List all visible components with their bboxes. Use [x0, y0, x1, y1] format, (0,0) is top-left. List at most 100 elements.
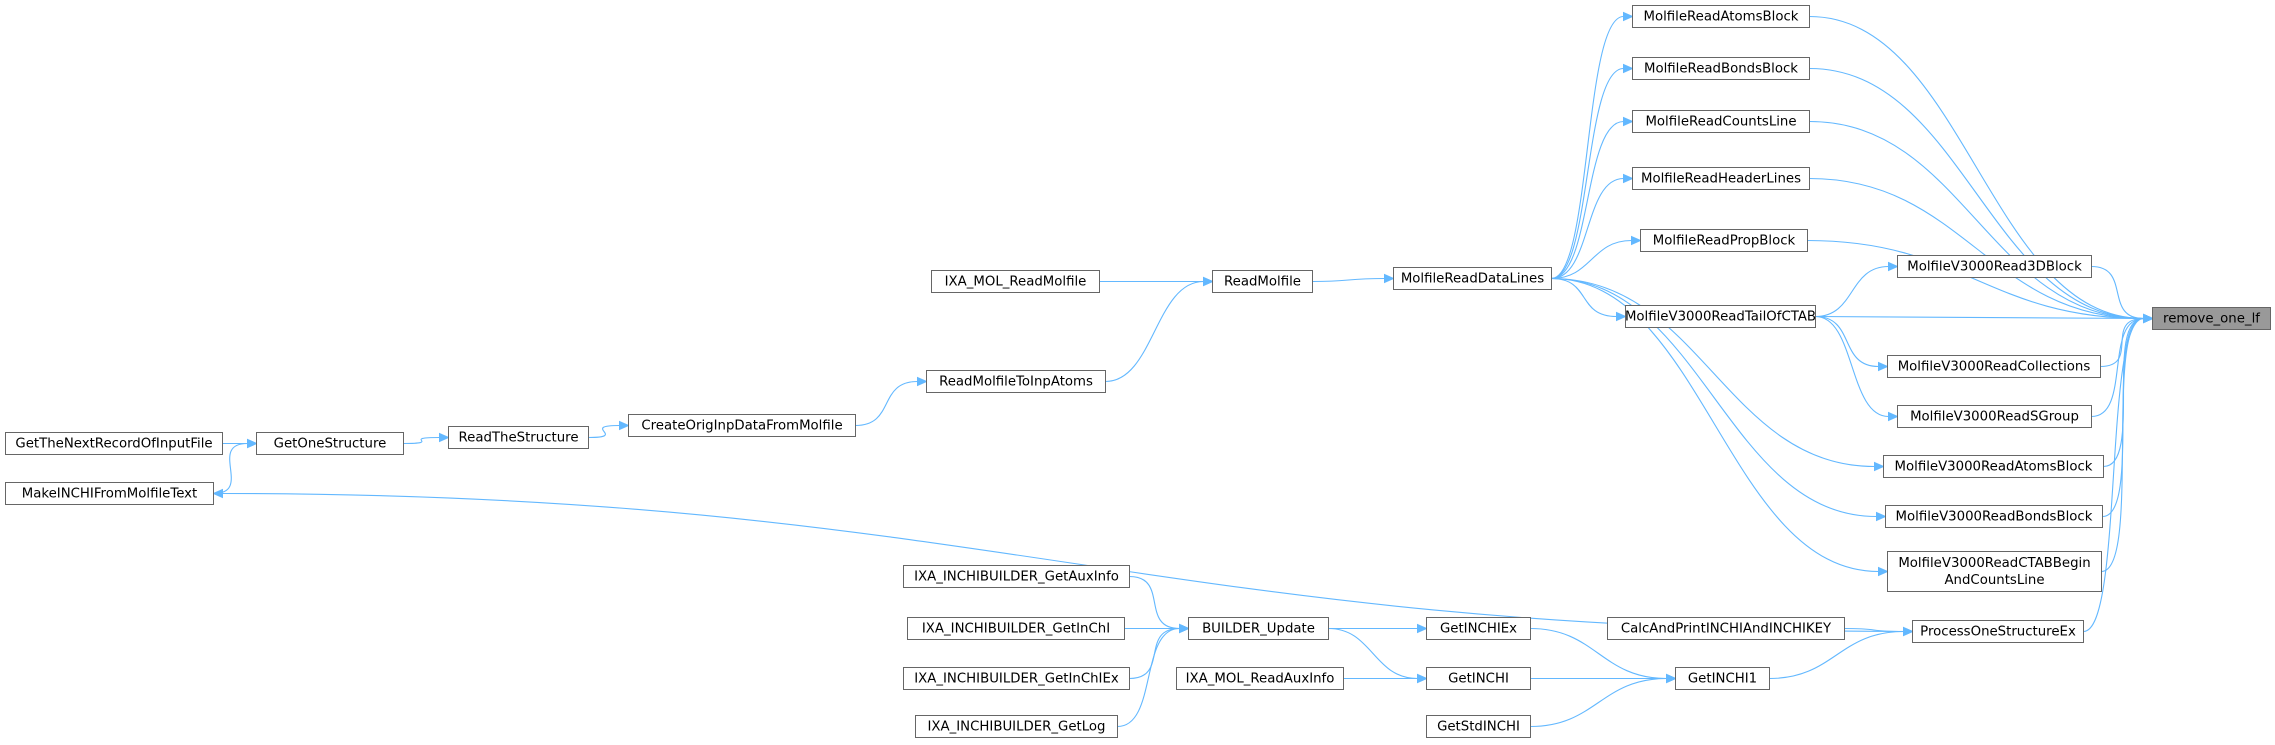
node-box — [1426, 715, 1531, 738]
node-getstd[interactable]: GetStdINCHI — [1426, 715, 1531, 738]
node-ixblog[interactable]: IXA_INCHIBUILDER_GetLog — [915, 715, 1118, 738]
node-getone[interactable]: GetOneStructure — [256, 432, 404, 455]
edge-process-to-root — [2083, 313, 2154, 633]
edge-mrdata-to-vctab — [1551, 277, 1889, 577]
arrowhead — [1631, 235, 1642, 246]
arrowhead — [1417, 673, 1428, 684]
node-label: AndCountsLine — [1944, 573, 2044, 588]
arrowhead — [1874, 461, 1885, 472]
node-getinchi[interactable]: GetINCHI — [1426, 667, 1531, 690]
node-calcprint[interactable]: CalcAndPrintINCHIAndINCHIKEY — [1607, 617, 1845, 640]
node-mrdata[interactable]: MolfileReadDataLines — [1393, 267, 1552, 290]
node-ixamol[interactable]: IXA_MOL_ReadMolfile — [931, 270, 1100, 293]
edge-mrdata-to-mrheader — [1551, 173, 1634, 280]
edge-mrcounts-to-root — [1809, 120, 2154, 324]
node-createorig[interactable]: CreateOrigInpDataFromMolfile — [628, 414, 856, 437]
node-label: GetINCHI1 — [1688, 672, 1757, 687]
node-vsgroup[interactable]: MolfileV3000ReadSGroup — [1897, 405, 2092, 428]
edge-line — [1551, 239, 1632, 280]
edge-vtail-to-vsgroup — [1815, 315, 1899, 422]
node-box — [1607, 617, 1845, 640]
node-box — [903, 667, 1130, 690]
node-getinchi1[interactable]: GetINCHI1 — [1675, 667, 1770, 690]
node-label: CalcAndPrintINCHIAndINCHIKEY — [1621, 622, 1832, 637]
edge-readmolinp-to-readmol — [1105, 276, 1214, 383]
node-box — [1632, 167, 1810, 190]
node-box — [448, 426, 589, 449]
edge-line — [222, 492, 1913, 633]
arrowhead — [439, 432, 450, 443]
edge-line — [1844, 627, 1904, 633]
node-box — [5, 482, 214, 505]
node-ixbinchiex[interactable]: IXA_INCHIBUILDER_GetInChIEx — [903, 667, 1130, 690]
node-ixbaux[interactable]: IXA_INCHIBUILDER_GetAuxInfo — [903, 565, 1130, 588]
edge-getinchi-to-getinchi1 — [1530, 673, 1677, 684]
node-getinchiex[interactable]: GetINCHIEx — [1426, 617, 1531, 640]
node-box — [903, 565, 1130, 588]
node-label: ReadMolfile — [1224, 275, 1301, 290]
node-label: GetOneStructure — [274, 437, 387, 452]
arrowhead — [1417, 623, 1428, 634]
edge-getone-to-readstruct — [403, 432, 450, 445]
arrowhead — [1878, 566, 1889, 577]
node-builder[interactable]: BUILDER_Update — [1188, 617, 1329, 640]
node-readmol[interactable]: ReadMolfile — [1212, 270, 1313, 293]
node-getnext[interactable]: GetTheNextRecordOfInputFile — [5, 432, 223, 455]
node-label: CreateOrigInpDataFromMolfile — [641, 419, 842, 434]
node-mratoms[interactable]: MolfileReadAtomsBlock — [1632, 5, 1810, 28]
arrowhead — [1384, 273, 1395, 284]
edge-line — [1551, 177, 1624, 280]
node-mrbonds[interactable]: MolfileReadBondsBlock — [1632, 57, 1810, 80]
node-label: MolfileV3000ReadAtomsBlock — [1895, 460, 2093, 475]
node-box — [931, 270, 1100, 293]
edge-line — [403, 436, 440, 445]
edge-line — [213, 442, 248, 495]
node-label: GetTheNextRecordOfInputFile — [15, 437, 212, 452]
node-mrheader[interactable]: MolfileReadHeaderLines — [1632, 167, 1810, 190]
node-mrprop[interactable]: MolfileReadPropBlock — [1640, 229, 1808, 252]
node-ixaaux[interactable]: IXA_MOL_ReadAuxInfo — [1176, 667, 1344, 690]
node-vatoms[interactable]: MolfileV3000ReadAtomsBlock — [1883, 455, 2104, 478]
arrowhead — [247, 438, 258, 449]
node-mrcounts[interactable]: MolfileReadCountsLine — [1632, 110, 1810, 133]
edge-readstruct-to-createorig — [588, 420, 630, 439]
edge-line — [1807, 239, 2144, 320]
edge-vtail-to-v3d — [1815, 261, 1899, 318]
node-label: MolfileReadDataLines — [1401, 272, 1544, 287]
edge-line — [1551, 67, 1624, 280]
arrowhead — [1888, 411, 1899, 422]
node-ixbinchi[interactable]: IXA_INCHIBUILDER_GetInChI — [907, 617, 1125, 640]
edge-ixblog-to-builder — [1117, 623, 1190, 728]
edge-line — [1551, 15, 1624, 280]
node-vcoll[interactable]: MolfileV3000ReadCollections — [1887, 355, 2101, 378]
node-box — [1632, 110, 1810, 133]
node-vtail[interactable]: MolfileV3000ReadTailOfCTAB — [1625, 305, 1816, 328]
node-box — [628, 414, 856, 437]
edge-line — [1769, 630, 1904, 680]
node-process[interactable]: ProcessOneStructureEx — [1912, 620, 2084, 643]
node-root: remove_one_lf — [2152, 307, 2271, 330]
edge-line — [588, 424, 620, 439]
edge-line — [2091, 265, 2144, 320]
node-vbonds[interactable]: MolfileV3000ReadBondsBlock — [1885, 505, 2103, 528]
edge-mrdata-to-vbonds — [1551, 277, 1887, 522]
node-box — [1640, 229, 1808, 252]
node-label: IXA_INCHIBUILDER_GetAuxInfo — [914, 570, 1119, 585]
edge-line — [1815, 265, 1889, 318]
node-label: IXA_INCHIBUILDER_GetLog — [927, 720, 1105, 735]
edge-builder-to-getinchiex — [1328, 623, 1428, 634]
edge-line — [1815, 315, 1889, 418]
node-readmolinp[interactable]: ReadMolfileToInpAtoms — [926, 370, 1106, 393]
node-box — [1887, 355, 2101, 378]
node-box — [1393, 267, 1552, 290]
node-box — [907, 617, 1125, 640]
edge-line — [1809, 15, 2144, 320]
node-v3d[interactable]: MolfileV3000Read3DBlock — [1897, 255, 2092, 278]
node-label: MakeINCHIFromMolfileText — [22, 487, 198, 502]
node-box — [1426, 617, 1531, 640]
node-makeinchi[interactable]: MakeINCHIFromMolfileText — [5, 482, 214, 505]
arrowhead — [1878, 361, 1889, 372]
node-readstruct[interactable]: ReadTheStructure — [448, 426, 589, 449]
